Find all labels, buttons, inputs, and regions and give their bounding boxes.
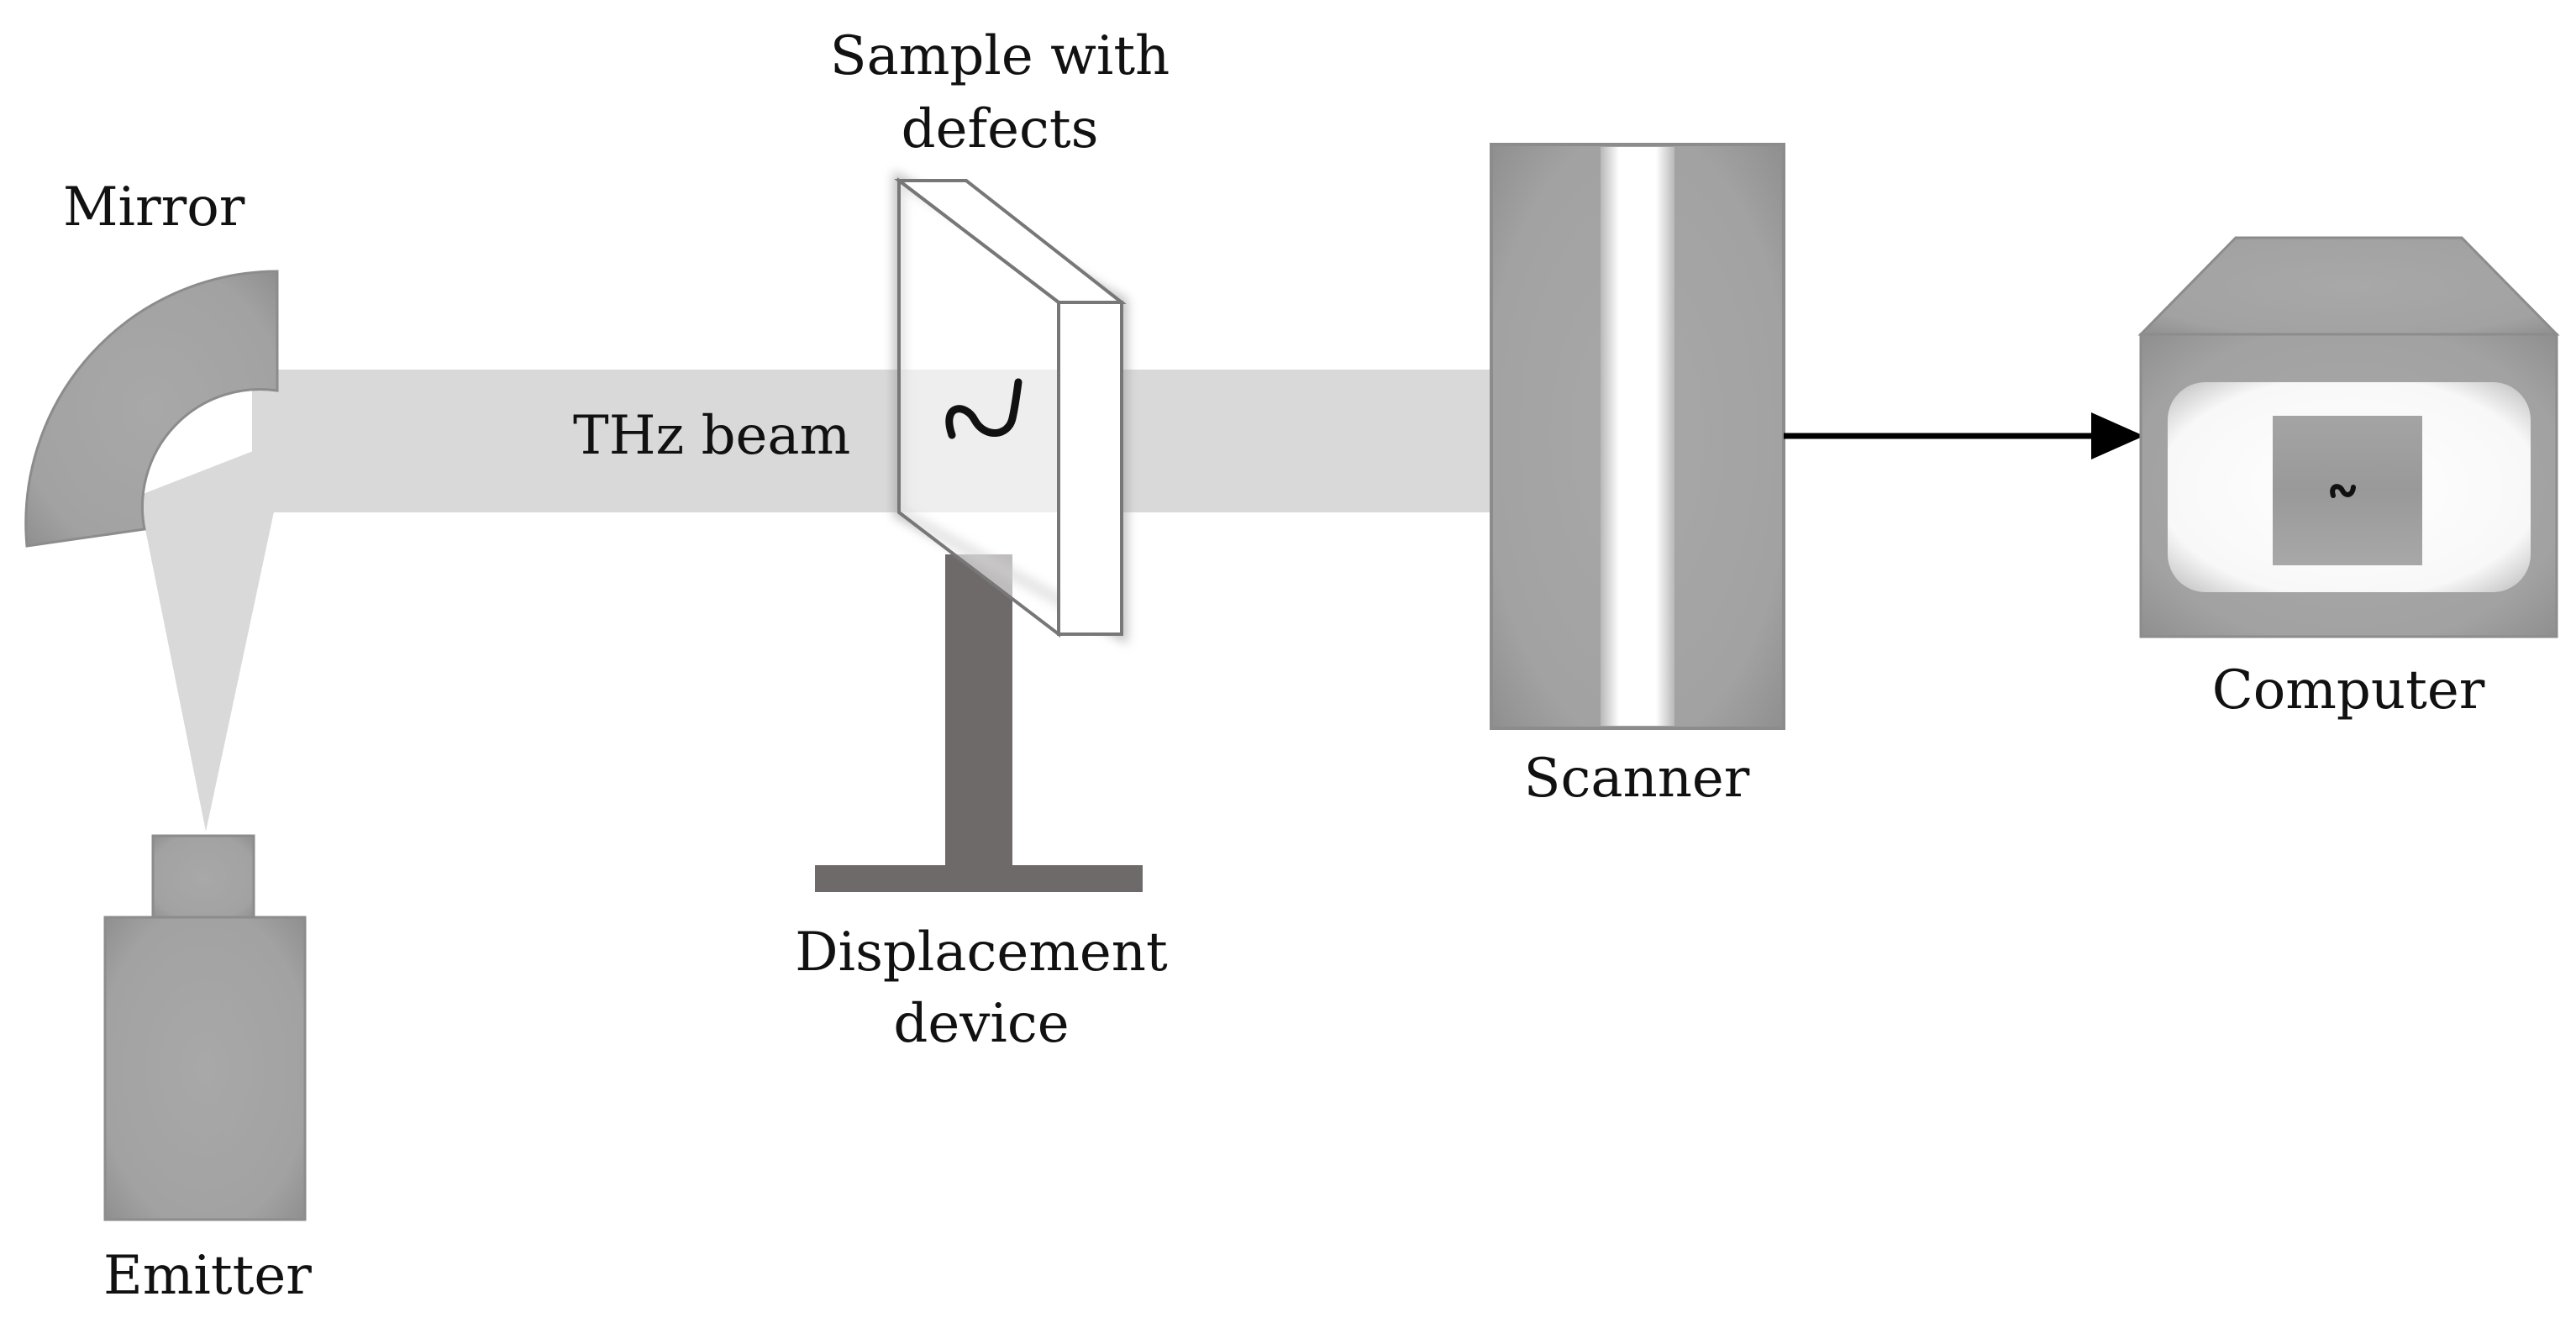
mirror: [24, 270, 279, 548]
scan-image: [2273, 416, 2422, 565]
scanner-label: Scanner: [1524, 748, 1750, 810]
thz-beam: [252, 370, 1496, 512]
emitter: [103, 834, 307, 1221]
displacement-device: [815, 554, 1143, 892]
sample-label-line1: Sample with: [830, 25, 1170, 87]
scanner: [1490, 143, 1785, 730]
sample-label-line2: defects: [902, 98, 1099, 160]
computer: [2137, 236, 2560, 638]
tilde-defect-icon: [2330, 484, 2356, 498]
emitter-beam-cone: [139, 437, 290, 832]
tilde-defect-icon: [945, 378, 1023, 439]
displacement-label-line1: Displacement: [795, 921, 1168, 984]
emitter-label: Emitter: [103, 1245, 312, 1307]
sample-slab: [893, 171, 1128, 644]
computer-label: Computer: [2212, 659, 2485, 722]
mirror-label: Mirror: [63, 176, 245, 239]
thz-beam-label: THz beam: [573, 405, 850, 467]
displacement-label-line2: device: [893, 993, 1069, 1055]
